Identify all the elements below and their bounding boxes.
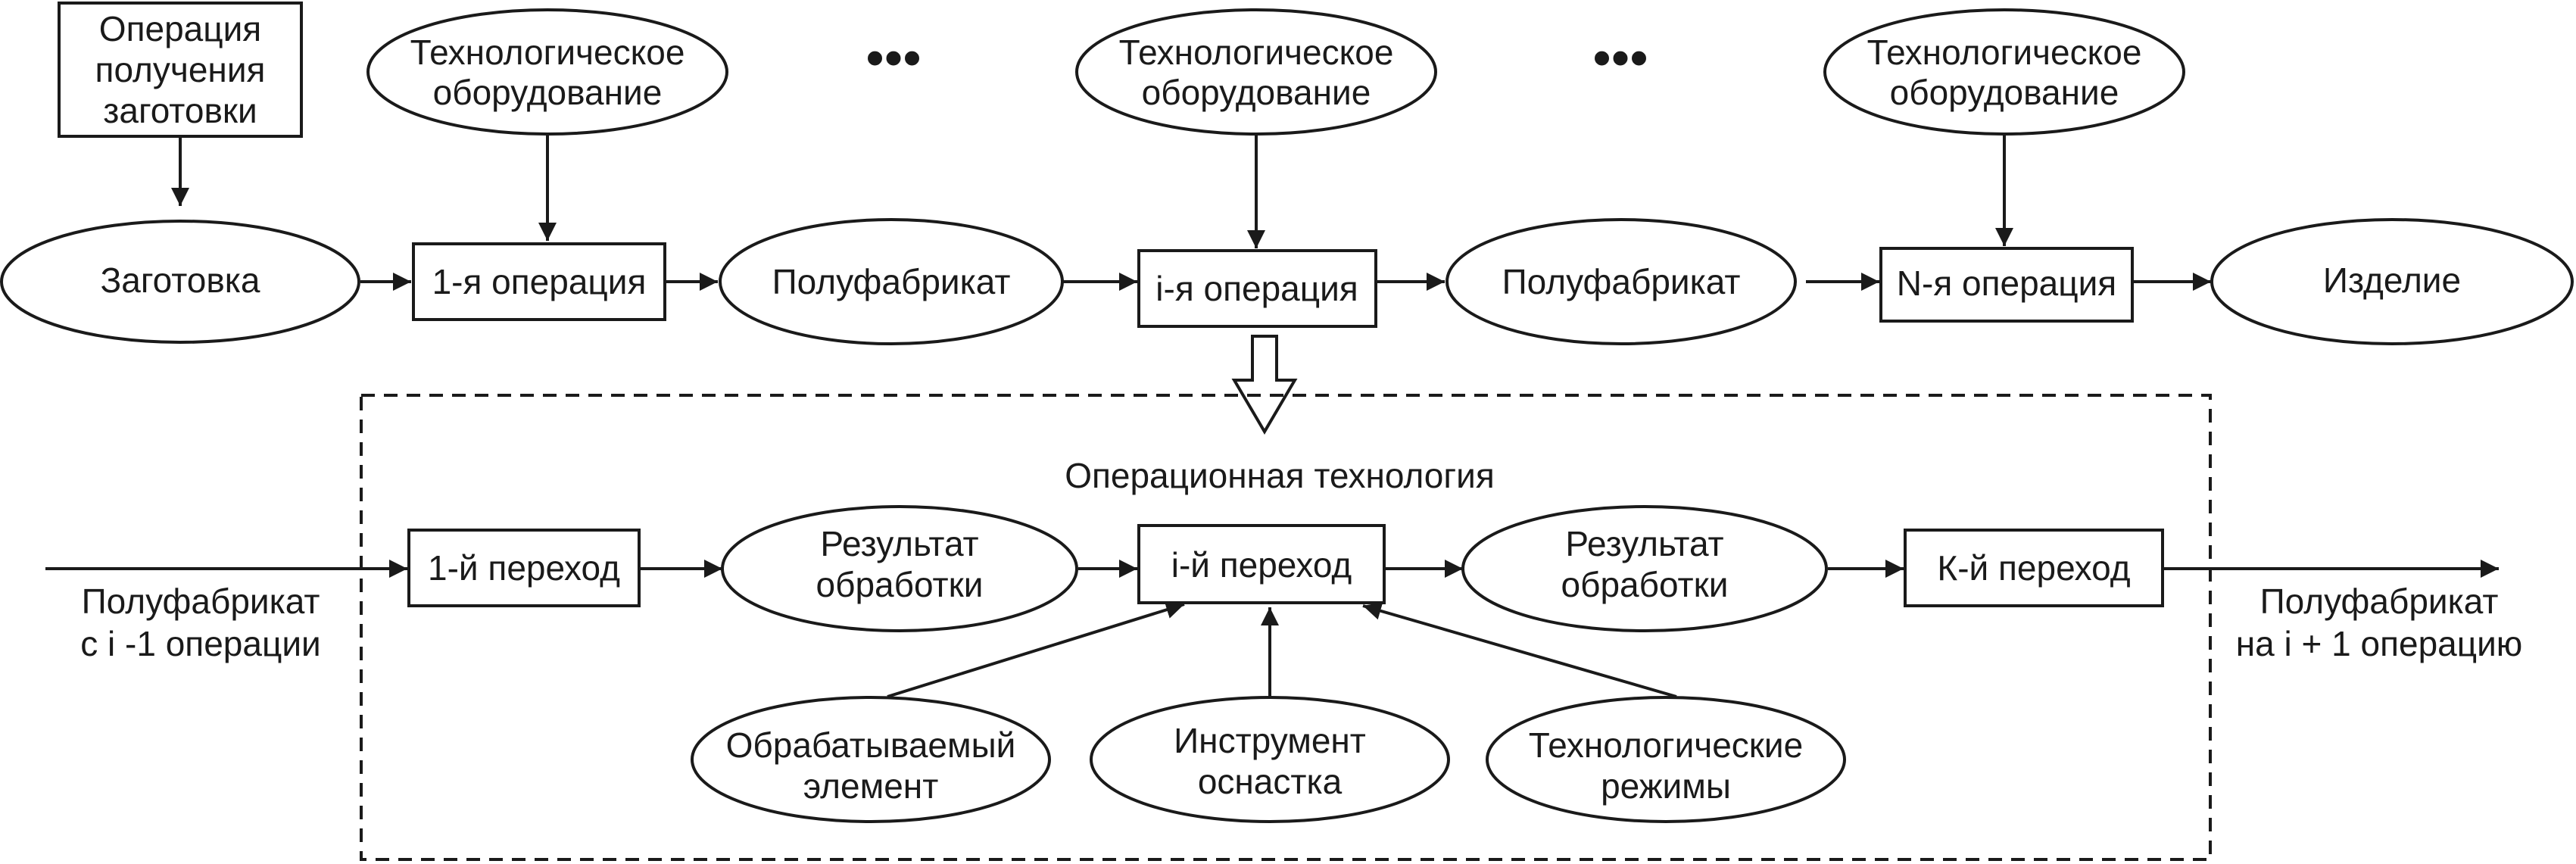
workpiece-ellipse: Обрабатываемый элемент xyxy=(691,696,1051,823)
equipment-ellipse-3: Технологическое оборудование xyxy=(1823,8,2185,136)
equipment-2-line-2: оборудование xyxy=(1142,73,1371,112)
equipment-ellipse-2: Технологическое оборудование xyxy=(1075,8,1437,136)
step-i-label: i-й переход xyxy=(1171,545,1352,585)
input-label-line-2: с i -1 операции xyxy=(80,624,320,663)
blank-operation-box: Операция получения заготовки xyxy=(58,2,303,138)
blank-label: Заготовка xyxy=(101,260,260,300)
operation-1-label: 1-я операция xyxy=(432,262,647,301)
result-ellipse-2: Результат обработки xyxy=(1461,505,1828,632)
blank-ellipse: Заготовка xyxy=(0,220,360,344)
step-1-label: 1-й переход xyxy=(428,548,620,588)
ellipsis-dots-1: ••• xyxy=(865,28,922,87)
tool-line-1: Инструмент xyxy=(1174,721,1366,760)
result-2-line-1: Результат xyxy=(1565,524,1723,563)
blank-operation-line-1: Операция xyxy=(99,9,261,48)
detail-connectors xyxy=(45,560,2499,698)
equipment-ellipse-1: Технологическое оборудование xyxy=(366,8,728,136)
input-label-line-1: Полуфабрикат xyxy=(82,582,320,621)
semi-product-1-label: Полуфабрикат xyxy=(772,262,1011,301)
step-k-label: К-й переход xyxy=(1937,548,2130,588)
arrow-workpiece-to-stepi xyxy=(887,600,1185,698)
operation-1-box: 1-я операция xyxy=(412,242,666,321)
step-i-box: i-й переход xyxy=(1137,524,1386,604)
modes-line-2: режимы xyxy=(1601,766,1731,806)
result-2-line-2: обработки xyxy=(1561,565,1729,604)
workpiece-line-2: элемент xyxy=(803,766,939,806)
output-label-line-2: на i + 1 операцию xyxy=(2236,624,2523,663)
semi-product-ellipse-2: Полуфабрикат xyxy=(1445,218,1797,345)
semi-product-ellipse-1: Полуфабрикат xyxy=(719,218,1064,345)
workpiece-line-1: Обрабатываемый xyxy=(726,725,1016,765)
equipment-1-line-1: Технологическое xyxy=(410,33,685,72)
tool-ellipse: Инструмент оснастка xyxy=(1090,696,1450,823)
semi-product-2-label: Полуфабрикат xyxy=(1502,262,1741,301)
result-ellipse-1: Результат обработки xyxy=(721,505,1078,632)
modes-line-1: Технологические xyxy=(1529,725,1803,765)
operation-i-box: i-я операция xyxy=(1137,249,1377,328)
product-ellipse: Изделие xyxy=(2210,218,2574,345)
operation-n-box: N-я операция xyxy=(1879,247,2134,323)
ellipsis-dots-2: ••• xyxy=(1592,28,1648,87)
equipment-3-line-1: Технологическое xyxy=(1867,33,2142,72)
output-label-line-1: Полуфабрикат xyxy=(2260,582,2499,621)
modes-ellipse: Технологические режимы xyxy=(1486,696,1846,823)
blank-operation-line-3: заготовки xyxy=(103,91,257,130)
operation-n-label: N-я операция xyxy=(1897,264,2116,303)
blank-operation-line-2: получения xyxy=(95,50,266,89)
equipment-1-line-2: оборудование xyxy=(433,73,663,112)
equipment-2-line-1: Технологическое xyxy=(1119,33,1394,72)
result-1-line-2: обработки xyxy=(816,565,984,604)
expand-down-arrow xyxy=(1231,335,1298,435)
arrow-modes-to-stepi xyxy=(1362,602,1677,698)
equipment-3-line-2: оборудование xyxy=(1890,73,2119,112)
operational-technology-title: Операционная технология xyxy=(1065,456,1495,495)
operation-i-label: i-я операция xyxy=(1155,269,1358,308)
step-1-box: 1-й переход xyxy=(407,529,641,607)
product-label: Изделие xyxy=(2323,260,2461,300)
result-1-line-1: Результат xyxy=(820,524,978,563)
tool-line-2: оснастка xyxy=(1198,762,1343,801)
operational-technology-frame xyxy=(360,394,2212,861)
step-k-box: К-й переход xyxy=(1904,529,2164,607)
